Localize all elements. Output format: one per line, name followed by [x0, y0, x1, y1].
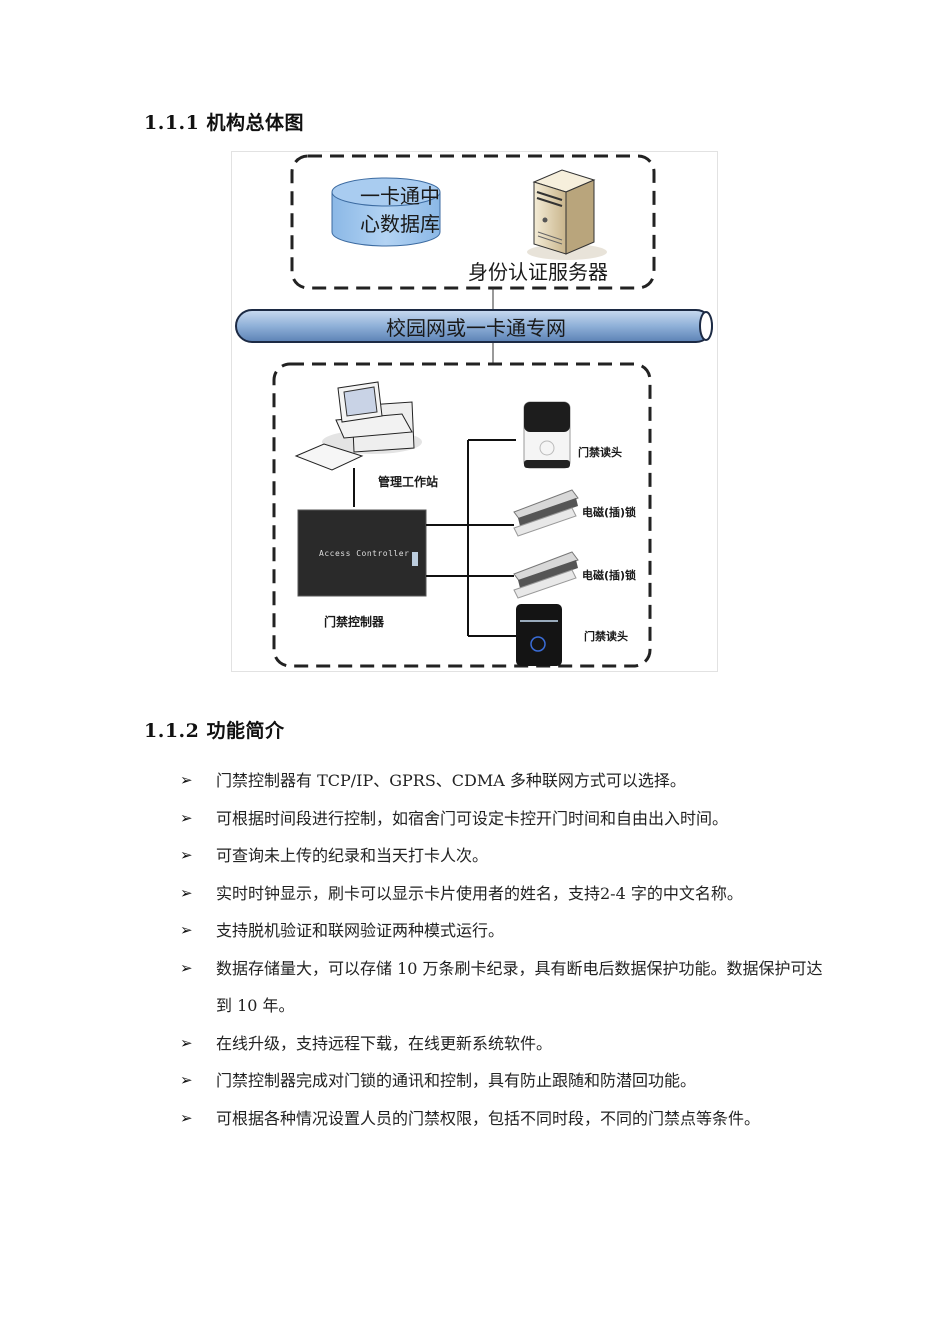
- organization-diagram: 一卡通中 心数据库 身份认证服务器 校园网或一卡通专网 管理工作站 Access…: [231, 151, 718, 672]
- list-item: ➢可根据各种情况设置人员的门禁权限，包括不同时段，不同的门禁点等条件。: [180, 1100, 846, 1138]
- magnetic-lock-icon: [513, 489, 579, 537]
- server-icon: [527, 169, 607, 260]
- diagram-graphics: [235, 154, 713, 668]
- card-reader-black-icon: [516, 604, 562, 666]
- feature-list: ➢门禁控制器有 TCP/IP、GPRS、CDMA 多种联网方式可以选择。 ➢可根…: [180, 762, 840, 1137]
- device-label: 门禁读头: [578, 446, 622, 459]
- network-label: 校园网或一卡通专网: [386, 316, 566, 340]
- list-item: ➢实时时钟显示，刷卡可以显示卡片使用者的姓名，支持2-4 字的中文名称。: [180, 875, 816, 913]
- database-label: 一卡通中 心数据库: [360, 184, 440, 236]
- device-label: 门禁读头: [584, 630, 628, 643]
- card-reader-white-icon: [523, 401, 571, 469]
- arrow-bullet-icon: ➢: [180, 883, 193, 902]
- arrow-bullet-icon: ➢: [180, 771, 193, 789]
- workstation-label: 管理工作站: [378, 475, 439, 489]
- device-label: 电磁(插)锁: [582, 569, 637, 582]
- list-item: ➢门禁控制器完成对门锁的通讯和控制，具有防止跟随和防潜回功能。: [180, 1062, 840, 1100]
- list-item: ➢门禁控制器有 TCP/IP、GPRS、CDMA 多种联网方式可以选择。: [180, 762, 840, 800]
- list-item: ➢可查询未上传的纪录和当天打卡人次。: [180, 837, 840, 875]
- arrow-bullet-icon: ➢: [180, 1033, 193, 1052]
- list-item: ➢可根据时间段进行控制，如宿舍门可设定卡控开门时间和自由出入时间。: [180, 800, 840, 838]
- server-label: 身份认证服务器: [468, 260, 608, 284]
- list-item: ➢在线升级，支持远程下载，在线更新系统软件。: [180, 1025, 840, 1063]
- section-heading-structure: 1.1.1 机构总体图: [144, 112, 305, 134]
- section-heading-features: 1.1.2 功能简介: [144, 720, 285, 742]
- device-label: 电磁(插)锁: [582, 506, 637, 519]
- list-item: ➢支持脱机验证和联网验证两种模式运行。: [180, 912, 840, 950]
- controller-label: 门禁控制器: [324, 615, 385, 629]
- arrow-bullet-icon: ➢: [180, 846, 193, 864]
- arrow-bullet-icon: ➢: [180, 1071, 193, 1089]
- bottom-group-border: [272, 362, 652, 668]
- controller-device-text: Access Controller: [319, 549, 410, 558]
- network-pipe: [235, 309, 713, 343]
- arrow-bullet-icon: ➢: [180, 808, 193, 827]
- magnetic-lock-icon: [513, 551, 579, 599]
- arrow-bullet-icon: ➢: [180, 921, 193, 939]
- access-controller-icon: [297, 509, 427, 597]
- top-group-border: [290, 154, 656, 290]
- list-item: ➢数据存储量大，可以存储 10 万条刷卡纪录，具有断电后数据保护功能。数据保护可…: [180, 950, 836, 1025]
- workstation-icon: [294, 381, 422, 471]
- arrow-bullet-icon: ➢: [180, 958, 193, 977]
- arrow-bullet-icon: ➢: [180, 1108, 193, 1127]
- database-icon: [331, 177, 441, 247]
